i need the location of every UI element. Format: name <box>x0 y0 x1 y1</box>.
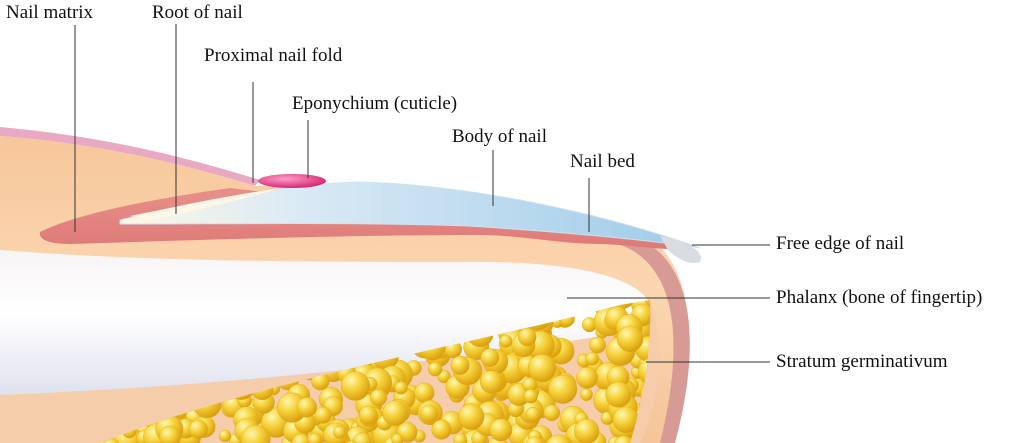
fat-globule <box>102 438 121 443</box>
fat-globule <box>431 419 452 440</box>
fat-globule <box>296 397 317 418</box>
label-nail-bed: Nail bed <box>570 151 635 172</box>
cuticle-shape <box>258 174 326 188</box>
phalanx-bone <box>0 250 649 395</box>
fat-globule <box>525 406 541 422</box>
fat-globule <box>525 436 544 443</box>
fat-globule <box>450 355 470 375</box>
fat-globule <box>188 419 208 439</box>
label-proximal-nail-fold: Proximal nail fold <box>204 45 343 66</box>
nail-root-shape <box>130 188 280 220</box>
fat-globule <box>527 354 557 383</box>
fat-globule <box>344 440 360 443</box>
fat-globule <box>453 433 468 443</box>
fat-globule <box>159 425 181 443</box>
skin-surface-line <box>0 127 260 186</box>
fat-globule <box>548 374 578 404</box>
fat-globule <box>370 389 388 407</box>
fat-globule <box>307 432 323 443</box>
free-edge-shape <box>660 236 701 264</box>
label-phalanx: Phalanx (bone of fingertip) <box>776 287 983 308</box>
fat-globule <box>394 381 408 395</box>
label-body-of-nail: Body of nail <box>452 126 547 147</box>
fat-globule <box>218 429 232 443</box>
fat-globule <box>574 418 600 443</box>
leader-lines <box>74 24 770 363</box>
fat-globule <box>414 382 435 403</box>
fat-globule <box>428 361 443 377</box>
label-root-of-nail: Root of nail <box>152 2 243 23</box>
fat-globule <box>291 433 311 443</box>
label-eponychium: Eponychium (cuticle) <box>292 93 458 114</box>
fat-globule <box>314 406 332 424</box>
fat-globule <box>340 371 371 401</box>
label-free-edge: Free edge of nail <box>776 233 905 254</box>
fat-globule <box>616 325 644 352</box>
fat-globule <box>649 315 651 336</box>
fat-globule <box>589 336 606 354</box>
dermis-rim <box>618 234 690 443</box>
fat-globule <box>613 435 634 443</box>
fat-globule <box>585 351 600 366</box>
fat-globule <box>580 388 593 402</box>
fat-globule <box>543 404 561 422</box>
fat-globule <box>382 400 409 426</box>
fat-globule <box>480 348 500 368</box>
fat-globule <box>499 334 513 348</box>
fat-globule <box>638 357 651 385</box>
fat-globule <box>358 405 378 425</box>
fat-globule <box>576 366 598 389</box>
label-stratum: Stratum germinativum <box>776 351 948 372</box>
label-nail-matrix: Nail matrix <box>6 2 94 23</box>
fat-globule <box>240 424 271 443</box>
fat-globule <box>545 434 573 443</box>
fat-globule <box>458 403 485 430</box>
fat-globule <box>523 389 538 404</box>
fat-globule <box>420 404 439 423</box>
fat-globule <box>605 381 632 408</box>
fat-globule <box>333 425 347 439</box>
fat-globule <box>489 418 513 442</box>
fat-globule <box>480 370 504 394</box>
fat-globule <box>518 327 537 347</box>
